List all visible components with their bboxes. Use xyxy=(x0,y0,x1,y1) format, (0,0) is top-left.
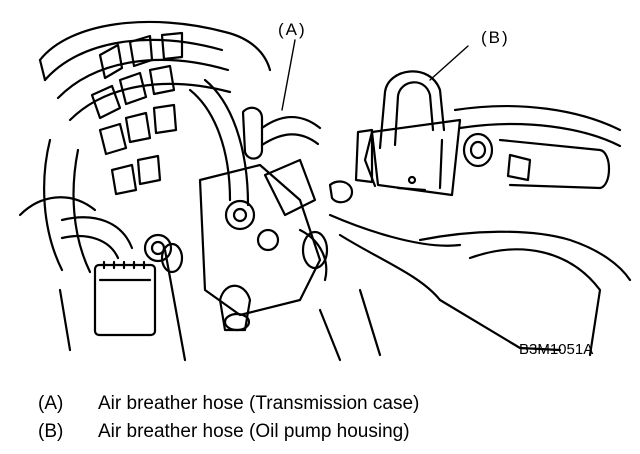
right-casing xyxy=(318,104,632,362)
breather-hose-a xyxy=(241,39,354,217)
callout-b-label: (B) xyxy=(481,28,510,47)
legend: (A) Air breather hose (Transmission case… xyxy=(38,390,419,446)
legend-key: (B) xyxy=(38,421,64,442)
figure-code: B3M1051A xyxy=(519,341,594,358)
legend-item-a: (A) Air breather hose (Transmission case… xyxy=(38,390,419,418)
callout-a-label: (A) xyxy=(278,20,307,39)
left-components xyxy=(58,216,187,362)
legend-text: Air breather hose (Transmission case) xyxy=(98,393,420,414)
center-bracket xyxy=(198,163,329,332)
legend-text: Air breather hose (Oil pump housing) xyxy=(98,421,410,442)
legend-key: (A) xyxy=(38,393,64,414)
transmission-line-drawing xyxy=(18,20,632,362)
legend-item-b: (B) Air breather hose (Oil pump housing) xyxy=(38,418,419,446)
breather-hose-b xyxy=(354,45,469,197)
bell-ribs xyxy=(90,31,250,207)
housing-rim xyxy=(18,20,272,274)
